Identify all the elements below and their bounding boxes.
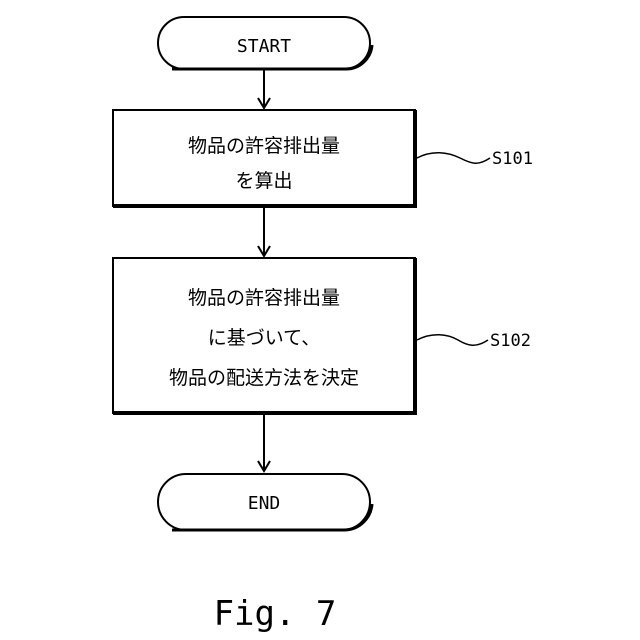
end-label: END xyxy=(248,493,281,514)
arrow-s101-to-s102 xyxy=(258,208,270,256)
s102-text-line-1: 物品の許容排出量 xyxy=(188,287,340,309)
arrow-s102-to-end xyxy=(258,415,270,471)
s101-step-label: S101 xyxy=(492,149,533,169)
s101-callout: S101 xyxy=(417,149,533,169)
s102-text-line-2: に基づいて、 xyxy=(208,327,320,349)
start-label: START xyxy=(237,36,291,57)
s101-text-line-2: を算出 xyxy=(235,170,292,192)
s102-step-label: S102 xyxy=(490,331,531,351)
arrow-start-to-s101 xyxy=(258,69,270,108)
process-box-s102: 物品の許容排出量 に基づいて、 物品の配送方法を決定 xyxy=(113,258,415,413)
figure-caption: Fig. 7 xyxy=(214,594,337,634)
process-box-s101: 物品の許容排出量 を算出 xyxy=(113,110,415,206)
start-terminator: START xyxy=(158,17,372,69)
s101-text-line-1: 物品の許容排出量 xyxy=(188,135,340,157)
s102-text-line-3: 物品の配送方法を決定 xyxy=(169,367,359,389)
s102-callout: S102 xyxy=(417,331,531,351)
end-terminator: END xyxy=(158,474,372,530)
